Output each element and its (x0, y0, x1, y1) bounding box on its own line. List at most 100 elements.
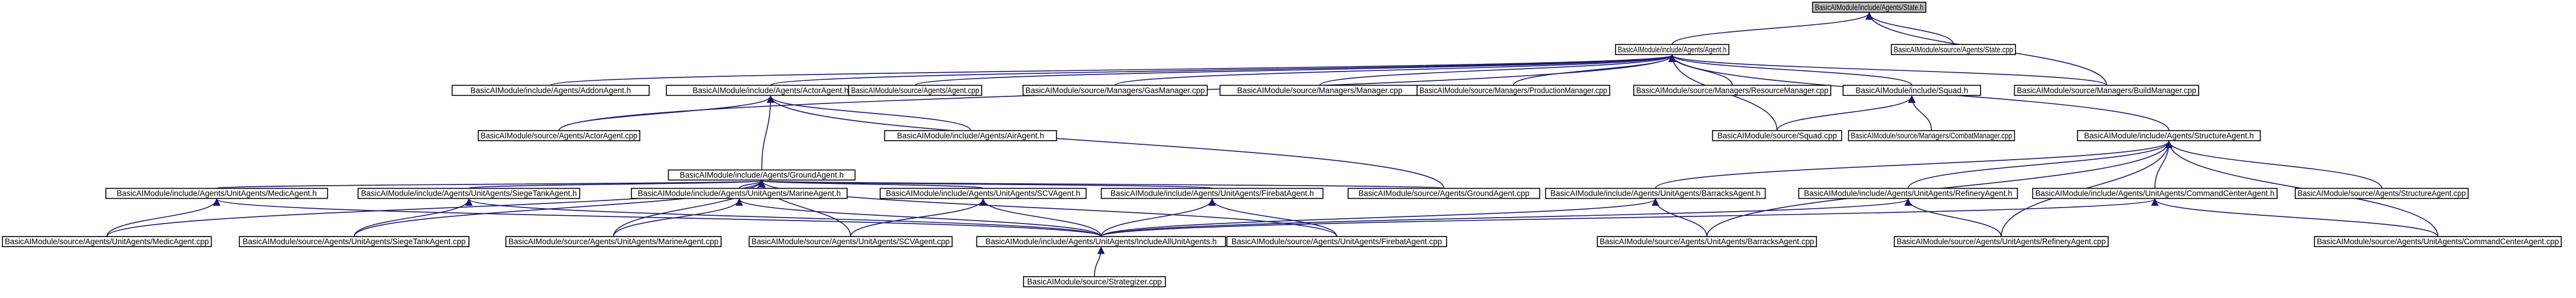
node-firebat-cpp[interactable]: BasicAIModule/source/Agents/UnitAgents/F… (1226, 236, 1447, 247)
node-label: BasicAIModule/source/Managers/BuildManag… (2017, 86, 2196, 95)
edge-includeall-h-to-medic-h (213, 198, 1102, 237)
node-medic-h[interactable]: BasicAIModule/include/Agents/UnitAgents/… (105, 187, 328, 199)
nodes-layer: BasicAIModule/include/Agents/State.hBasi… (2, 1, 2562, 287)
node-label: BasicAIModule/source/Managers/CombatMana… (1851, 131, 2012, 140)
node-refinery-h[interactable]: BasicAIModule/include/Agents/UnitAgents/… (1798, 187, 2018, 199)
node-box (667, 169, 856, 181)
node-firebat-h[interactable]: BasicAIModule/include/Agents/UnitAgents/… (1100, 187, 1324, 199)
edge-barracks-h-to-structure-h (1655, 140, 2173, 189)
node-label: BasicAIModule/source/Agents/State.cpp (1894, 45, 2013, 54)
node-box (1022, 85, 1208, 96)
node-includeall-h[interactable]: BasicAIModule/include/Agents/UnitAgents/… (976, 236, 1226, 247)
node-siege-h[interactable]: BasicAIModule/include/Agents/UnitAgents/… (357, 187, 581, 199)
edge-scv-h-to-ground-h (758, 180, 984, 189)
node-combat-cpp[interactable]: BasicAIModule/source/Managers/CombatMana… (1848, 130, 2015, 141)
node-box (848, 85, 982, 96)
edge-agent-cpp-to-agent-h (914, 54, 1676, 86)
node-label: BasicAIModule/source/Managers/GasManager… (1025, 86, 1205, 95)
node-box (1633, 85, 1832, 96)
node-box (2077, 130, 2261, 141)
node-medic-cpp[interactable]: BasicAIModule/source/Agents/UnitAgents/M… (2, 236, 212, 247)
node-gasmgr-cpp[interactable]: BasicAIModule/source/Managers/GasManager… (1022, 85, 1208, 96)
node-box (1545, 187, 1766, 199)
node-resmgr-cpp[interactable]: BasicAIModule/source/Managers/ResourceMa… (1633, 85, 1832, 96)
node-marine-h[interactable]: BasicAIModule/include/Agents/UnitAgents/… (631, 187, 848, 199)
node-label: BasicAIModule/include/Agents/UnitAgents/… (1551, 189, 1761, 198)
node-label: BasicAIModule/include/Agents/ActorAgent.… (692, 86, 848, 95)
node-label: BasicAIModule/source/Agents/UnitAgents/M… (5, 237, 209, 246)
node-label: BasicAIModule/source/Agents/Agent.cpp (851, 86, 979, 95)
edge-strategizer-cpp-to-includeall-h (1094, 246, 1105, 277)
node-label: BasicAIModule/source/Agents/UnitAgents/M… (509, 237, 719, 246)
edge-combat-cpp-to-squad-h (1908, 95, 1932, 131)
edge-firebat-cpp-to-firebat-h (1208, 198, 1337, 237)
node-barracks-cpp[interactable]: BasicAIModule/source/Agents/UnitAgents/B… (1597, 236, 1818, 247)
node-box (477, 130, 640, 141)
node-state-cpp[interactable]: BasicAIModule/source/Agents/State.cpp (1891, 44, 2016, 56)
node-box (976, 236, 1226, 247)
node-box (2, 236, 212, 247)
node-structure-cpp[interactable]: BasicAIModule/source/Agents/StructureAge… (2294, 187, 2469, 199)
node-label: BasicAIModule/include/Agents/UnitAgents/… (1804, 189, 2012, 198)
node-squad-h[interactable]: BasicAIModule/include/Squad.h (1842, 85, 1981, 96)
node-ground-cpp[interactable]: BasicAIModule/source/Agents/GroundAgent.… (1347, 187, 1541, 199)
edge-includeall-h-to-firebat-h (1100, 198, 1216, 237)
edge-ground-cpp-to-ground-h (759, 180, 1445, 189)
node-label: BasicAIModule/source/Managers/ResourceMa… (1636, 86, 1829, 95)
edge-includeall-h-to-cc-h (1100, 198, 2158, 237)
node-scv-h[interactable]: BasicAIModule/include/Agents/UnitAgents/… (880, 187, 1087, 199)
node-label: BasicAIModule/include/Agents/State.h (1815, 3, 1924, 12)
node-label: BasicAIModule/source/Agents/UnitAgents/F… (1232, 237, 1442, 246)
node-label: BasicAIModule/source/Agents/UnitAgents/S… (751, 237, 950, 246)
node-box (1100, 187, 1324, 199)
node-actor-h[interactable]: BasicAIModule/include/Agents/ActorAgent.… (666, 85, 875, 96)
node-box (105, 187, 328, 199)
node-siege-cpp[interactable]: BasicAIModule/source/Agents/UnitAgents/S… (239, 236, 470, 247)
edge-ground-cpp-to-actor-h (767, 95, 1445, 189)
node-box (1891, 44, 2016, 56)
node-scv-cpp[interactable]: BasicAIModule/source/Agents/UnitAgents/S… (748, 236, 953, 247)
node-label: BasicAIModule/source/Agents/UnitAgents/R… (1897, 237, 2106, 246)
edge-siege-h-to-ground-h (468, 180, 765, 189)
node-strategizer-cpp[interactable]: BasicAIModule/source/Strategizer.cpp (1022, 276, 1166, 287)
node-buildmgr-cpp[interactable]: BasicAIModule/source/Managers/BuildManag… (2014, 85, 2200, 96)
node-marine-cpp[interactable]: BasicAIModule/source/Agents/UnitAgents/M… (505, 236, 722, 247)
edge-includeall-h-to-scv-h (979, 198, 1102, 237)
node-label: BasicAIModule/include/Agents/UnitAgents/… (638, 189, 841, 198)
node-agent-cpp[interactable]: BasicAIModule/source/Agents/Agent.cpp (848, 85, 982, 96)
node-air-h[interactable]: BasicAIModule/include/Agents/AirAgent.h (884, 130, 1057, 141)
node-ground-h[interactable]: BasicAIModule/include/Agents/GroundAgent… (667, 169, 856, 181)
node-label: BasicAIModule/source/Agents/UnitAgents/C… (2317, 237, 2559, 246)
node-agent-h[interactable]: BasicAIModule/include/Agents/Agent.h (1615, 44, 1730, 56)
edge-cc-h-to-structure-h (2154, 140, 2173, 189)
node-actor-cpp[interactable]: BasicAIModule/source/Agents/ActorAgent.c… (477, 130, 640, 141)
node-box (2314, 236, 2562, 247)
node-box (748, 236, 953, 247)
node-prodmgr-cpp[interactable]: BasicAIModule/source/Managers/Production… (1416, 85, 1610, 96)
node-label: BasicAIModule/include/Agents/UnitAgents/… (1110, 189, 1314, 198)
node-box (1812, 1, 1927, 13)
node-barracks-h[interactable]: BasicAIModule/include/Agents/UnitAgents/… (1545, 187, 1766, 199)
node-box (357, 187, 581, 199)
edge-marine-cpp-to-marine-h (613, 198, 743, 237)
node-label: BasicAIModule/source/Managers/Production… (1419, 86, 1607, 95)
edge-structure-cpp-to-structure-h (2165, 140, 2382, 189)
node-cc-cpp[interactable]: BasicAIModule/source/Agents/UnitAgents/C… (2314, 236, 2562, 247)
node-label: BasicAIModule/source/Agents/UnitAgents/S… (243, 237, 465, 246)
edge-air-h-to-actor-h (767, 95, 971, 131)
edge-includeall-h-to-siege-h (465, 198, 1102, 237)
edge-includeall-h-to-barracks-h (1100, 198, 1659, 237)
node-squad-cpp[interactable]: BasicAIModule/source/Squad.cpp (1712, 130, 1842, 141)
edge-gasmgr-cpp-to-agent-h (1115, 54, 1676, 86)
edge-mgr-cpp-to-agent-h (1319, 54, 1676, 86)
edge-cc-cpp-to-cc-h (2151, 198, 2438, 237)
node-cc-h[interactable]: BasicAIModule/include/Agents/UnitAgents/… (2032, 187, 2278, 199)
node-box (1597, 236, 1818, 247)
node-addon-h[interactable]: BasicAIModule/include/Agents/AddonAgent.… (451, 85, 650, 96)
node-structure-h[interactable]: BasicAIModule/include/Agents/StructureAg… (2077, 130, 2261, 141)
node-refinery-cpp[interactable]: BasicAIModule/source/Agents/UnitAgents/R… (1894, 236, 2109, 247)
node-mgr-cpp[interactable]: BasicAIModule/source/Managers/Manager.cp… (1219, 85, 1420, 96)
node-box (1894, 236, 2109, 247)
edge-ground-h-to-actor-h (761, 95, 774, 170)
